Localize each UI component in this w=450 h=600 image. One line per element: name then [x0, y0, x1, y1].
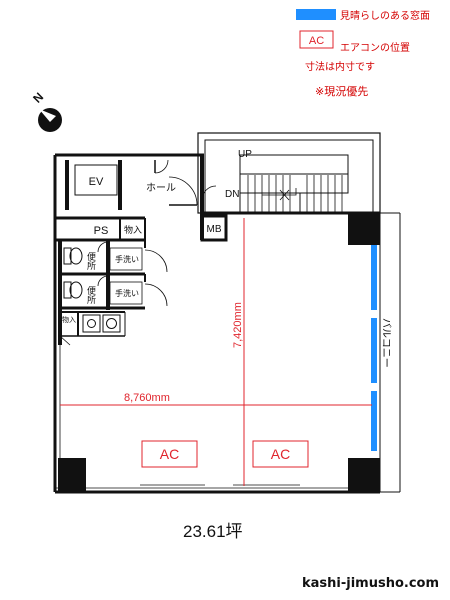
core-walls	[55, 153, 228, 242]
storage-label: 物入	[124, 224, 142, 236]
hall-label: ホール	[146, 182, 176, 194]
balcony-label: バルコニー	[380, 318, 392, 368]
legend-ac-box-label: AC	[309, 35, 324, 47]
legend-dimension-note: 寸法は内寸です	[305, 62, 375, 73]
stair-up-label: UP	[238, 149, 252, 160]
width-dimension: 8,760mm	[124, 392, 170, 404]
floor-area: 23.61坪	[183, 522, 243, 541]
legend-ac-box	[299, 30, 334, 49]
stair-enclosure	[197, 132, 381, 214]
compass-label: N	[30, 90, 46, 106]
mb-label: MB	[207, 224, 222, 235]
site-url: kashi-jimusho.com	[302, 576, 440, 591]
depth-dimension: 7,420mm	[232, 302, 244, 348]
stair-dn-label: DN	[225, 189, 239, 200]
small-storage-label: 物入	[62, 315, 76, 324]
legend-window-swatch	[296, 9, 336, 20]
ev-label: EV	[89, 176, 104, 188]
stair-treads	[247, 175, 343, 212]
legend-ac-label: エアコンの位置	[340, 43, 410, 54]
ac-unit-left-label: AC	[160, 446, 179, 462]
legend-window-label: 見晴らしのある窓面	[340, 11, 430, 22]
ac-unit-right: AC	[252, 440, 309, 468]
structural-columns	[58, 213, 380, 492]
ac-unit-left: AC	[141, 440, 198, 468]
kitchenette	[58, 311, 126, 346]
dimension-lines	[60, 218, 372, 486]
balcony-windows	[371, 245, 377, 451]
toilet-2-label: 便所	[85, 285, 96, 305]
washbasin-2-label: 手洗い	[115, 288, 139, 298]
legend-priority-note: ※現況優先	[315, 85, 369, 98]
ps-label: PS	[94, 225, 109, 237]
toilet-1-label: 便所	[85, 251, 96, 271]
washbasin-1-label: 手洗い	[115, 254, 139, 264]
ac-unit-right-label: AC	[271, 446, 290, 462]
north-arrow-icon: N	[30, 90, 62, 132]
toilet-block	[58, 240, 168, 345]
